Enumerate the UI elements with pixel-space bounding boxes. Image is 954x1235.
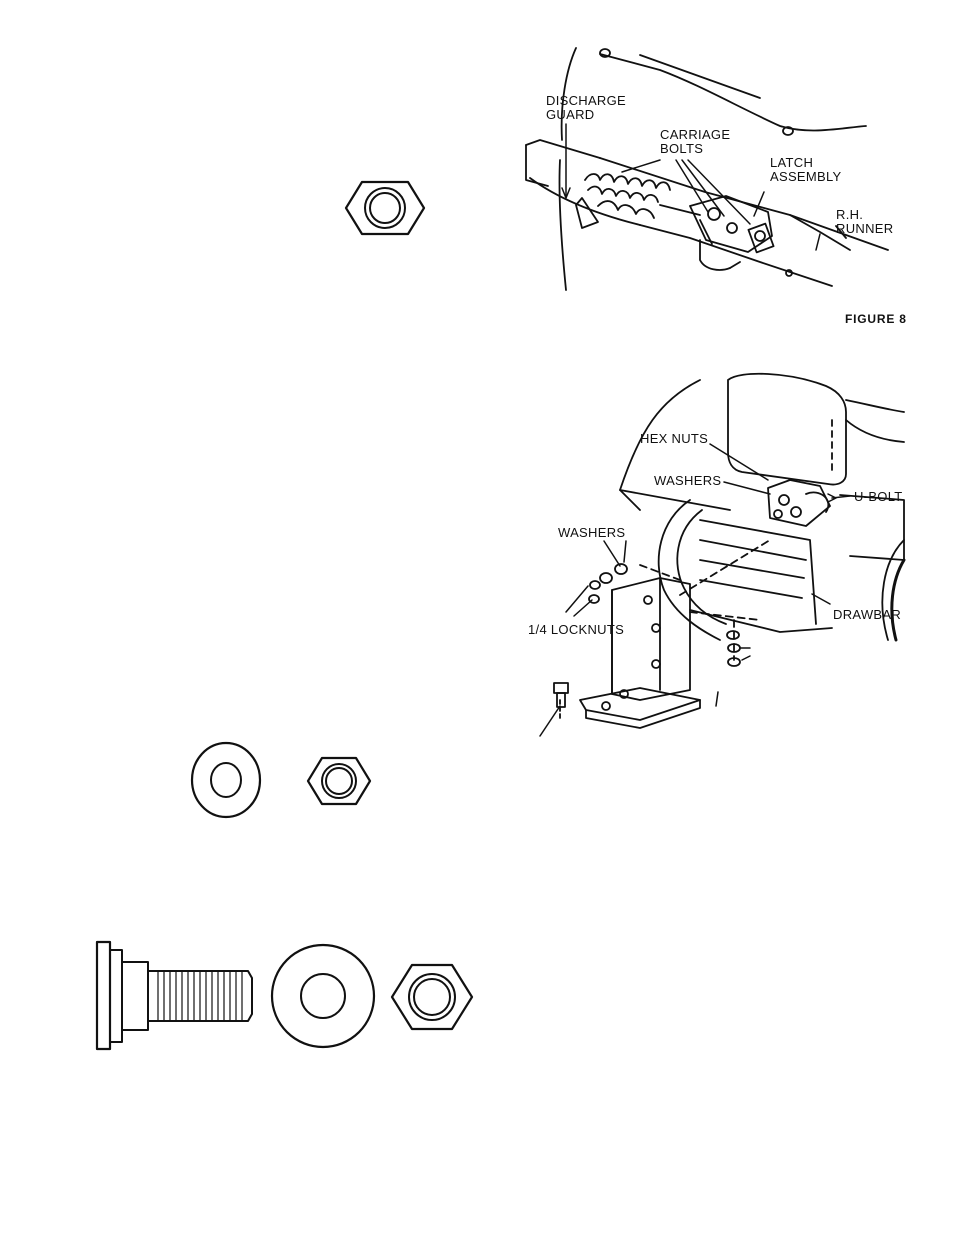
discharge-guard-label: DISCHARGE GUARD [546, 94, 626, 122]
carriage-bolts-label: CARRIAGE BOLTS [660, 128, 730, 156]
washer-icon [272, 945, 374, 1047]
washer-icon [192, 743, 260, 817]
washers-left-label: WASHERS [558, 526, 625, 540]
washers-upper-label: WASHERS [654, 474, 721, 488]
hex-nut-icon [346, 182, 424, 234]
rh-runner-label: R.H. RUNNER [836, 208, 893, 236]
u-bolt-label: U-BOLT [854, 490, 903, 504]
locknuts-label: 1/4 LOCKNUTS [528, 623, 624, 637]
drawbar-label: DRAWBAR [833, 608, 901, 622]
hex-nut-icon [392, 965, 472, 1029]
hex-nut-icon [308, 758, 370, 804]
carriage-bolt-icon [97, 942, 252, 1049]
latch-assembly-label: LATCH ASSEMBLY [770, 156, 842, 184]
hex-nuts-label: HEX NUTS [640, 432, 708, 446]
figure-8-caption: FIGURE 8 [845, 312, 907, 326]
drawbar-figure-drawing [540, 374, 904, 736]
